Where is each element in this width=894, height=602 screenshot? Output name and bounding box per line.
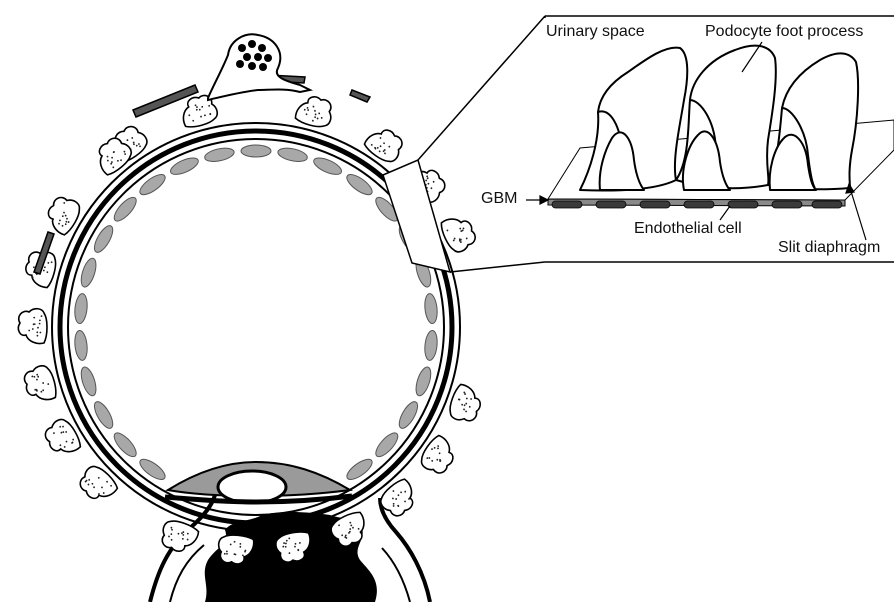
podocyte-cell bbox=[417, 433, 460, 478]
endothelial-nucleus bbox=[73, 330, 88, 361]
endothelial-nuclei bbox=[73, 145, 438, 483]
endothelial-nucleus bbox=[111, 194, 140, 224]
podocyte-cell bbox=[42, 192, 84, 236]
endothelial-fenestra bbox=[684, 201, 714, 208]
endothelial-fenestra bbox=[552, 201, 582, 208]
endothelial-nucleus bbox=[344, 456, 375, 483]
endothelial-nucleus bbox=[78, 365, 99, 397]
slit-diaphragm-label: Slit diaphragm bbox=[778, 240, 880, 256]
endothelial-nucleus bbox=[218, 471, 286, 503]
podocyte-cell bbox=[18, 309, 47, 344]
gbm-label: GBM bbox=[481, 191, 517, 207]
podocyte-cell bbox=[41, 416, 83, 460]
endothelial-nucleus bbox=[413, 365, 434, 397]
endothelial-layer bbox=[68, 139, 444, 515]
podocyte-foot-process-label: Podocyte foot process bbox=[705, 24, 863, 40]
endothelial-nucleus bbox=[372, 430, 401, 460]
endothelial-nucleus bbox=[137, 456, 168, 483]
endothelial-nucleus bbox=[111, 430, 140, 460]
podocyte-cell bbox=[446, 383, 485, 425]
podocyte-foot-processes bbox=[580, 46, 858, 191]
endothelial-nucleus bbox=[91, 399, 116, 431]
urinary-space-label: Urinary space bbox=[546, 24, 645, 40]
podocyte-cell bbox=[362, 123, 407, 166]
endothelial-nucleus bbox=[344, 171, 375, 198]
endothelial-cell-label: Endothelial cell bbox=[634, 221, 742, 237]
endothelial-nucleus bbox=[91, 223, 116, 255]
endothelial-fenestra bbox=[772, 201, 802, 208]
endothelial-nucleus bbox=[241, 145, 271, 157]
endothelial-fenestra bbox=[596, 201, 626, 208]
endothelial-nucleus bbox=[396, 399, 421, 431]
endothelial-nucleus bbox=[423, 293, 438, 324]
bottom-endothelial-cell bbox=[165, 462, 352, 503]
podocyte-cell bbox=[294, 93, 335, 130]
podocyte-cell bbox=[75, 462, 120, 507]
endothelial-fenestra bbox=[812, 201, 842, 208]
podocyte-cell bbox=[22, 363, 59, 404]
endothelial-fenestra bbox=[640, 201, 670, 208]
endothelial-nucleus bbox=[78, 256, 99, 288]
endothelial-fenestra bbox=[728, 201, 758, 208]
gbm-arrowhead bbox=[540, 196, 548, 204]
endothelial-nucleus bbox=[203, 146, 235, 164]
top-cell bbox=[208, 34, 310, 100]
endothelial-nucleus bbox=[137, 171, 168, 198]
endothelial-leader bbox=[720, 206, 730, 220]
slit-diaphragm-leader bbox=[850, 188, 866, 240]
endothelial-nucleus bbox=[277, 146, 309, 164]
endothelial-nucleus bbox=[423, 330, 438, 361]
endothelial-nucleus bbox=[73, 293, 88, 324]
